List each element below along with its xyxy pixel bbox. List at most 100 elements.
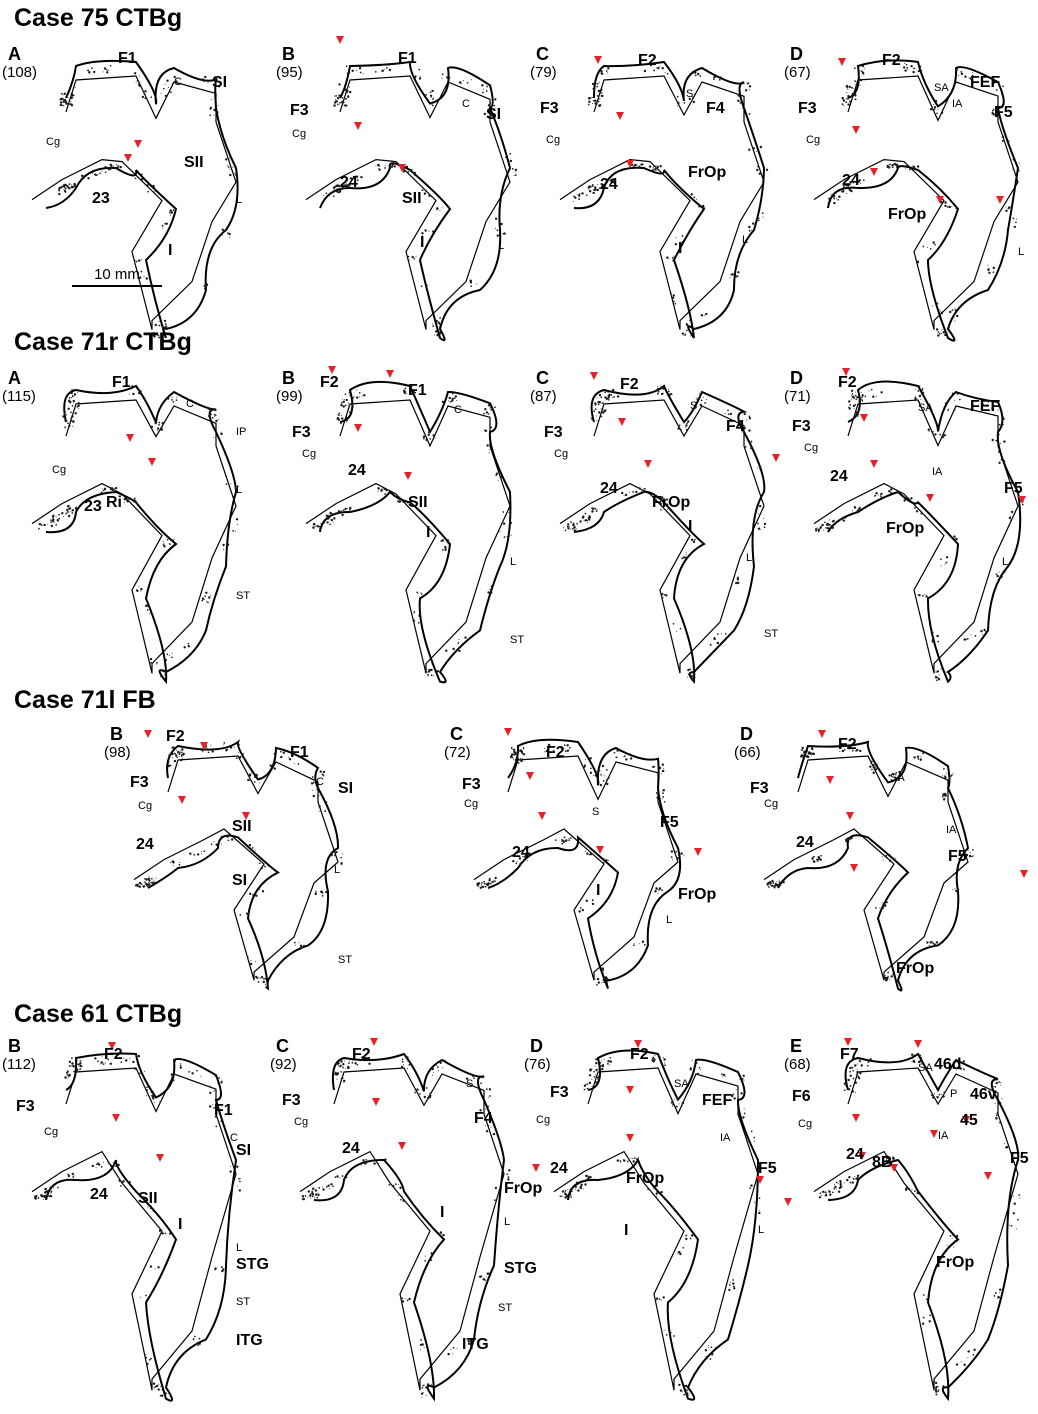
sulcus-label: L [504,1216,510,1228]
area-label: SI [486,106,501,124]
sulcus-label: C [174,76,182,88]
label-stipple [828,63,1020,337]
panel-letter: B [282,368,295,389]
section-panel-c: C(92)F2F3SCgF424FrOpILSTGSTITG [276,1036,516,1406]
boundary-arrowhead [386,370,394,378]
sulcus-label: Cg [302,448,316,460]
boundary-arrowhead [134,140,142,148]
white-matter-outline [306,400,510,673]
boundary-arrowhead [124,154,132,162]
area-label: F5 [948,848,967,866]
panel-letter: C [536,368,549,389]
area-label: SII [402,190,422,208]
panel-letter: D [790,368,803,389]
boundary-arrowhead [504,728,512,736]
panel-letter: D [530,1036,543,1057]
area-label: SI [338,780,353,798]
area-label: ITG [462,1336,489,1354]
area-label: F3 [282,1092,301,1110]
area-label: F3 [462,776,481,794]
sulcus-label: IA [952,98,962,110]
area-label: 24 [512,844,530,862]
area-label: 46v [970,1086,997,1104]
area-label: 23 [84,498,102,516]
sulcus-label: Cg [536,1114,550,1126]
area-label: F3 [16,1098,35,1116]
sulcus-label: SA [674,1078,689,1090]
boundary-arrowhead [826,776,834,784]
pial-outline [574,62,764,338]
section-panel-b: B(112)F2F3F1CgCSI24SIIILSTGSTITG [8,1036,248,1406]
boundary-arrowhead [354,424,362,432]
area-label: F1 [214,1102,233,1120]
area-label: F1 [112,374,131,392]
area-label: 24 [550,1160,568,1178]
sulcus-label: C [186,398,194,410]
boundary-arrowhead [984,1172,992,1180]
boundary-arrowhead [846,812,854,820]
section-panel-d: D(76)F2F3SAFEFCgIA24F5FrOpIL [530,1036,770,1406]
area-label: F2 [104,1046,123,1064]
sulcus-label: L [236,484,242,496]
pial-outline [778,742,968,991]
area-label: F5 [994,104,1013,122]
sulcus-label: SA [890,772,905,784]
boundary-arrowhead [616,112,624,120]
area-label: ITG [236,1332,263,1350]
section-panel-d: D(67)F2SAFEFF3IAF5Cg24FrOpL [790,44,1030,344]
boundary-arrowhead [838,58,846,66]
boundary-arrowhead [538,812,546,820]
sulcus-label: S [466,1078,473,1090]
area-label: F4 [474,1110,493,1128]
area-label: F2 [620,376,639,394]
panel-letter: C [536,44,549,65]
boundary-arrowhead [112,1114,120,1122]
boundary-arrowhead [148,458,156,466]
sulcus-label: L [1018,246,1024,258]
area-label: FEF [970,74,1000,92]
area-label: 24 [830,468,848,486]
area-label: SII [232,818,252,836]
boundary-arrowhead [850,864,858,872]
section-number: (98) [104,744,131,761]
area-label: F3 [792,418,811,436]
panel-letter: C [276,1036,289,1057]
sulcus-label: Cg [294,1116,308,1128]
area-label: F1 [408,382,427,400]
area-label: I [624,1222,628,1240]
panel-letter: C [450,724,463,745]
sulcus-label: Cg [804,442,818,454]
sulcus-label: P [950,1088,957,1100]
area-label: FrOp [888,206,926,224]
area-label: 45 [960,1112,978,1130]
sulcus-label: Cg [764,798,778,810]
boundary-arrowhead [144,730,152,738]
sulcus-label: Cg [52,464,66,476]
boundary-arrowhead [626,1134,634,1142]
panel-letter: E [790,1036,802,1057]
area-label: 24 [842,172,860,190]
section-number: (67) [784,64,811,81]
area-label: 24 [846,1146,864,1164]
label-stipple [34,1054,241,1398]
section-number: (71) [784,388,811,405]
area-label: F2 [320,374,339,392]
label-stipple [573,63,769,336]
brain-section-drawing [536,368,776,688]
sulcus-label: SA [918,1062,933,1074]
area-label: SI [212,74,227,92]
area-label: 24 [348,462,366,480]
section-number: (95) [276,64,303,81]
boundary-arrowhead [996,196,1004,204]
sulcus-label: L [742,234,748,246]
section-number: (92) [270,1056,297,1073]
pial-outline [320,382,510,683]
sulcus-label: ST [338,954,352,966]
area-label: F1 [398,50,417,68]
sulcus-label: Cg [464,798,478,810]
sulcus-label: IP [236,426,246,438]
boundary-arrowhead [156,1154,164,1162]
area-label: 24 [340,174,358,192]
